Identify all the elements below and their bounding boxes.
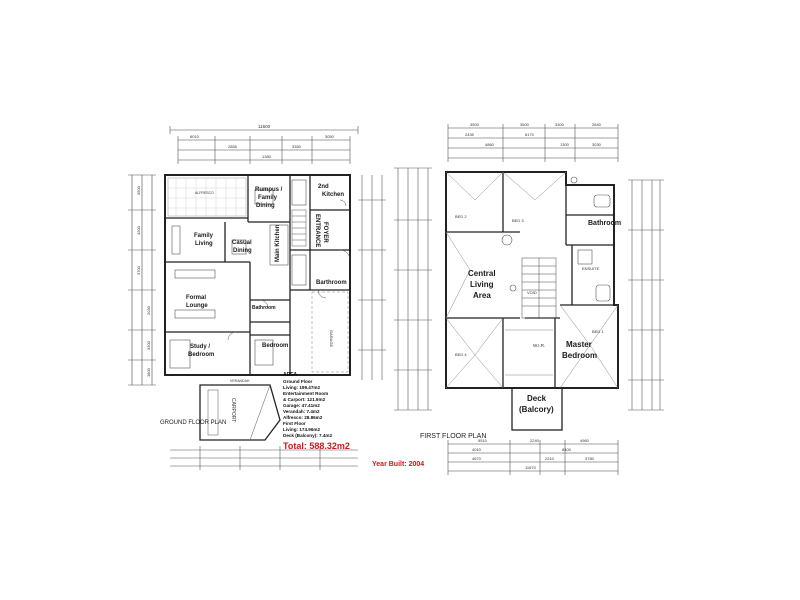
room-bedroom-ground: Bedroom — [262, 343, 288, 349]
dim: 4200 — [136, 225, 141, 235]
dim: 3300 — [555, 122, 565, 127]
dim: 4960 — [580, 438, 590, 443]
room-carport: CARPORT — [230, 398, 236, 422]
dim: 3500 — [136, 185, 141, 195]
dim: 4010 — [472, 447, 482, 452]
dim: 4860 — [485, 142, 495, 147]
dim: 3350 — [292, 144, 302, 149]
dim: 3050 — [325, 134, 335, 139]
room-garage: GARAGE — [329, 330, 334, 347]
room-alfresco: ALFRESCO — [195, 191, 214, 195]
room-bed-1: BED 1 — [592, 329, 604, 334]
room-second-kitchen: 2nd — [318, 184, 329, 190]
dim: 2435 — [465, 132, 475, 137]
dim: 3500 — [520, 122, 530, 127]
room-ensuite: ENSUITE — [582, 266, 600, 271]
room-formal-lounge-line2: Lounge — [186, 303, 208, 309]
area-heading: AREA — [283, 372, 298, 378]
dim: 3700 — [136, 265, 141, 275]
dim: 6010 — [190, 134, 200, 139]
dim: 3030 — [592, 142, 602, 147]
room-family-living-line2: Living — [195, 241, 213, 247]
room-second-kitchen-line2: Kitchen — [322, 192, 344, 198]
dim: 11670 — [525, 465, 537, 470]
dim: 3500 — [470, 122, 480, 127]
area-line: & Carport: 121.9m2 — [283, 397, 326, 402]
room-deck-line2: (Balcory) — [519, 405, 554, 414]
room-bathroom-first: Bathroom — [588, 220, 621, 227]
first-floor-plan-label: FIRST FLOOR PLAN — [420, 433, 486, 440]
dim: 2030 — [146, 305, 151, 315]
room-master-bedroom-line2: Bedroom — [562, 351, 597, 360]
room-bathroom-small: Bathroom — [252, 305, 276, 311]
dim: 1380 — [262, 154, 272, 159]
carport-block — [199, 384, 281, 441]
room-main-kitchen: Main Kitchen — [275, 224, 281, 262]
room-central-living-line3: Area — [473, 291, 491, 300]
area-summary: AREA Ground Floor Living: 199.47m2 Enter… — [283, 372, 350, 451]
room-walk-in-robe: W.I.R. — [533, 343, 545, 348]
room-rumpus-line3: Dining — [256, 203, 275, 209]
ground-floor-plan: 11600 6010 2855 1380 3350 3050 3500 4200… — [128, 124, 386, 470]
dim: 8400 — [562, 447, 572, 452]
area-line: Ground Floor — [283, 379, 313, 384]
room-bathroom-ground: Barthroom — [316, 280, 347, 286]
first-walls — [445, 171, 619, 389]
first-bottom-dimensions: 5510 2240 4960 4010 8400 4670 2210 3780 … — [447, 438, 619, 475]
first-right-dimensions — [628, 179, 664, 411]
room-bed-3: BED 3 — [512, 218, 524, 223]
area-line: Living: 174.96m2 — [283, 427, 320, 432]
room-casual-dining: Casual — [232, 240, 252, 246]
dim: 5510 — [478, 438, 488, 443]
room-foyer: FOYER — [322, 222, 328, 243]
area-line: Living: 199.47m2 — [283, 385, 320, 390]
room-rumpus: Rumpus / — [255, 187, 283, 193]
area-line: Alfresco: 28.86m2 — [283, 415, 323, 420]
room-formal-lounge: Formal — [186, 295, 206, 301]
dim: 2840 — [592, 122, 602, 127]
room-rumpus-line2: Family — [258, 195, 278, 201]
first-top-dimensions: 3500 3500 3300 2840 2435 6170 3030 4860 … — [447, 122, 619, 162]
ground-bottom-dimensions — [170, 446, 358, 470]
dim: 6170 — [525, 132, 535, 137]
first-left-dimensions — [394, 167, 432, 411]
room-bed-4: BED 4 — [455, 352, 467, 357]
room-central-living-line2: Living — [470, 280, 494, 289]
room-study: Study / — [190, 344, 210, 350]
room-bed-2: BED 2 — [455, 214, 467, 219]
area-line: Deck (Balcony): 7.4m2 — [283, 433, 332, 438]
ground-floor-plan-label: GROUND FLOOR PLAN — [160, 420, 226, 426]
deck-balcony — [511, 387, 563, 431]
room-study-line2: Bedroom — [188, 352, 214, 358]
dim: 2855 — [228, 144, 238, 149]
ground-walls — [164, 174, 351, 376]
dim: 2210 — [545, 456, 555, 461]
total-area: Total: 588.32m2 — [283, 441, 350, 451]
dim: 1800 — [146, 367, 151, 377]
dim: 3300 — [146, 340, 151, 350]
room-central-living: Central — [468, 269, 496, 278]
first-floor-plan: 3500 3500 3300 2840 2435 6170 3030 4860 … — [394, 122, 664, 475]
room-deck: Deck — [527, 394, 547, 403]
ground-top-dimensions: 11600 6010 2855 1380 3350 3050 — [169, 124, 359, 164]
dim: 3780 — [585, 456, 595, 461]
dim-total-width: 11600 — [258, 124, 271, 129]
area-line: First Floor — [283, 421, 306, 426]
dim: 4670 — [472, 456, 482, 461]
room-casual-dining-line2: Dining — [233, 248, 252, 254]
room-void: VOID — [527, 290, 537, 295]
area-line: Verandah: 7.4m2 — [283, 409, 320, 414]
room-master-bedroom: Master — [566, 340, 592, 349]
room-family-living: Family — [194, 233, 214, 239]
ground-right-dimensions — [358, 175, 386, 380]
room-verandah: VERANDAH — [230, 379, 250, 383]
year-built: Year Built: 2004 — [372, 461, 424, 468]
area-line: Garage: 47.41m2 — [283, 403, 320, 408]
room-entrance: ENTRANCE — [314, 214, 320, 247]
dim: 2240 — [530, 438, 540, 443]
ground-left-dimensions: 3500 4200 3700 2030 3300 1800 — [128, 174, 156, 386]
dim: 1300 — [560, 142, 570, 147]
area-line: Entertainment Room — [283, 391, 328, 396]
